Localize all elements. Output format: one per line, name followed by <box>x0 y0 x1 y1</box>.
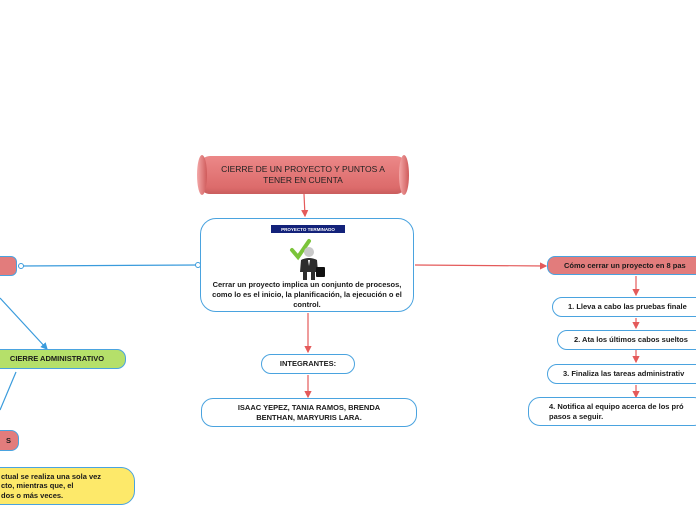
step-2-label: 2. Ata los últimos cabos sueltos <box>574 335 688 345</box>
connector-left-to-admin <box>0 297 48 350</box>
step-2-node[interactable]: 2. Ata los últimos cabos sueltos <box>557 330 696 350</box>
steps-header-label: Cómo cerrar un proyecto en 8 pas <box>564 260 686 270</box>
connector-left-to-card <box>20 264 200 267</box>
integrantes-names-node[interactable]: ISAAC YEPEZ, TANIA RAMOS, BRENDA BENTHAN… <box>201 398 417 427</box>
step-1-label: 1. Lleva a cabo las pruebas finale <box>568 302 687 312</box>
project-finished-badge: PROYECTO TERMINADO <box>271 225 345 233</box>
integrantes-label: INTEGRANTES: <box>279 359 337 369</box>
step-1-node[interactable]: 1. Lleva a cabo las pruebas finale <box>552 297 696 317</box>
left-partial-red-node[interactable] <box>0 256 17 276</box>
integrantes-node[interactable]: INTEGRANTES: <box>261 354 355 374</box>
left-small-red-node[interactable]: S <box>0 430 19 451</box>
cierre-administrativo-label: CIERRE ADMINISTRATIVO <box>9 354 105 364</box>
connector-admin-to-small <box>0 371 17 411</box>
step-3-label: 3. Finaliza las tareas administrativ <box>563 369 685 379</box>
steps-header-node[interactable]: Cómo cerrar un proyecto en 8 pas <box>547 256 696 275</box>
step-4-node[interactable]: 4. Notifica al equipo acerca de los pró … <box>528 397 696 426</box>
connector-dot-left <box>18 263 24 269</box>
connector-card-to-right <box>414 262 548 270</box>
connector-title-to-card <box>301 193 309 218</box>
central-topic-card[interactable]: PROYECTO TERMINADO Cerrar un proyecto im… <box>200 218 414 312</box>
step-4-label: 4. Notifica al equipo acerca de los pró … <box>549 402 684 421</box>
title-text: CIERRE DE UN PROYECTO Y PUNTOS A TENER E… <box>221 163 385 185</box>
left-note-text: ctual se realiza una sola vez cto, mient… <box>1 471 102 500</box>
businessman-checkmark-icon <box>290 239 325 280</box>
step-3-node[interactable]: 3. Finaliza las tareas administrativ <box>547 364 696 384</box>
cierre-administrativo-node[interactable]: CIERRE ADMINISTRATIVO <box>0 349 126 369</box>
left-note-node[interactable]: ctual se realiza una sola vez cto, mient… <box>0 467 135 505</box>
left-small-label: S <box>5 435 11 445</box>
title-scroll-node[interactable]: CIERRE DE UN PROYECTO Y PUNTOS A TENER E… <box>197 155 409 195</box>
integrantes-names: ISAAC YEPEZ, TANIA RAMOS, BRENDA BENTHAN… <box>237 403 381 422</box>
central-description: Cerrar un proyecto implica un conjunto d… <box>212 280 402 309</box>
